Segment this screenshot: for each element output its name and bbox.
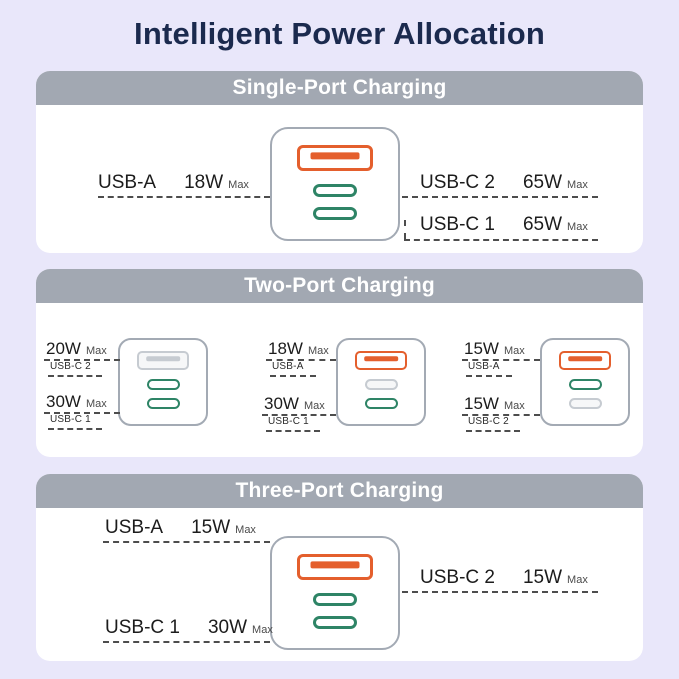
watt-value: 18W	[184, 172, 224, 193]
usb-a-pin	[364, 356, 398, 362]
connector-line	[402, 591, 598, 593]
usb-a-port	[559, 351, 611, 370]
port-label-usb-a: USB-A 18W Max	[98, 172, 249, 194]
watt-label: 15W Max	[464, 394, 525, 414]
watt-value: 15W	[191, 517, 231, 538]
max-label: Max	[85, 398, 107, 410]
usb-c2-port	[313, 184, 357, 197]
watt-value: 15W	[464, 394, 499, 413]
max-label: Max	[567, 179, 588, 191]
port-label-usb-c2: USB-C 2 15W Max	[420, 567, 588, 589]
panel-header: Two-Port Charging	[36, 269, 643, 303]
usb-a-pin	[568, 356, 602, 362]
port-label-usb-c1: USB-C 1 30W Max	[105, 617, 273, 639]
usb-c1-port	[364, 398, 398, 409]
max-label: Max	[85, 345, 107, 357]
port-name: USB-A	[468, 361, 500, 372]
usb-a-pin	[310, 152, 360, 160]
connector-line	[270, 375, 316, 377]
panel-title: Three-Port Charging	[235, 479, 444, 502]
watt-label: 15W Max	[464, 339, 525, 359]
watt-value: 15W	[522, 567, 563, 588]
usb-a-port	[355, 351, 407, 370]
max-label: Max	[252, 624, 273, 636]
connector-line	[48, 428, 102, 430]
usb-a-pin	[310, 561, 360, 569]
connector-line	[103, 641, 270, 643]
connector-line	[404, 239, 598, 241]
port-name: USB-C 2	[50, 361, 91, 372]
usb-c2-port	[568, 379, 602, 390]
port-name: USB-C 2	[420, 172, 495, 193]
max-label: Max	[307, 345, 329, 357]
max-label: Max	[503, 400, 525, 412]
charger-two-port-2	[336, 338, 426, 426]
max-label: Max	[567, 221, 588, 233]
usb-a-pin	[146, 356, 180, 362]
connector-line	[48, 375, 102, 377]
connector-line	[103, 541, 270, 543]
port-name: USB-A	[272, 361, 304, 372]
connector-line	[402, 196, 598, 198]
charger-two-port-1	[118, 338, 208, 426]
watt-value: 65W	[522, 214, 563, 235]
watt-value: 30W	[207, 617, 248, 638]
connector-line	[466, 430, 520, 432]
watt-value: 65W	[522, 172, 563, 193]
port-label-usb-c1: USB-C 1 65W Max	[420, 214, 588, 236]
connector-line	[462, 414, 540, 416]
charger-two-port-3	[540, 338, 630, 426]
connector-line	[44, 412, 120, 414]
panel-title: Single-Port Charging	[232, 76, 447, 99]
max-label: Max	[235, 524, 256, 536]
port-name: USB-C 1	[105, 617, 180, 638]
port-name: USB-A	[105, 517, 164, 538]
max-label: Max	[228, 179, 249, 191]
charger-three-port	[270, 536, 400, 650]
connector-line	[466, 375, 512, 377]
port-name: USB-C 2	[420, 567, 495, 588]
max-label: Max	[567, 574, 588, 586]
watt-label: 30W Max	[264, 394, 325, 414]
port-name: USB-C 1	[420, 214, 495, 235]
usb-c1-port	[146, 398, 180, 409]
usb-c2-port	[146, 379, 180, 390]
watt-label: 30W Max	[46, 392, 107, 412]
panel-header: Single-Port Charging	[36, 71, 643, 105]
usb-a-port	[137, 351, 189, 370]
watt-label: 18W Max	[268, 339, 329, 359]
port-label-usb-a: USB-A 15W Max	[105, 517, 256, 539]
usb-c2-port	[313, 593, 357, 606]
port-name: USB-A	[98, 172, 157, 193]
watt-value: 30W	[264, 394, 299, 413]
watt-label: 20W Max	[46, 339, 107, 359]
usb-a-port	[297, 145, 373, 171]
max-label: Max	[503, 345, 525, 357]
port-name: USB-C 1	[50, 414, 91, 425]
port-name: USB-C 1	[268, 416, 309, 427]
connector-line	[98, 196, 270, 198]
usb-c1-port	[313, 616, 357, 629]
connector-line	[404, 220, 406, 239]
port-label-usb-c2: USB-C 2 65W Max	[420, 172, 588, 194]
page-title: Intelligent Power Allocation	[134, 16, 545, 51]
max-label: Max	[303, 400, 325, 412]
charger-single-port	[270, 127, 400, 241]
watt-value: 18W	[268, 339, 303, 358]
port-name: USB-C 2	[468, 416, 509, 427]
watt-value: 30W	[46, 392, 81, 411]
usb-c2-port	[364, 379, 398, 390]
watt-value: 20W	[46, 339, 81, 358]
usb-a-port	[297, 554, 373, 580]
connector-line	[266, 359, 336, 361]
usb-c1-port	[313, 207, 357, 220]
connector-line	[44, 359, 120, 361]
panel-title: Two-Port Charging	[244, 274, 435, 297]
watt-value: 15W	[464, 339, 499, 358]
usb-c1-port	[568, 398, 602, 409]
connector-line	[462, 359, 540, 361]
panel-header: Three-Port Charging	[36, 474, 643, 508]
connector-line	[266, 430, 320, 432]
connector-line	[262, 414, 336, 416]
